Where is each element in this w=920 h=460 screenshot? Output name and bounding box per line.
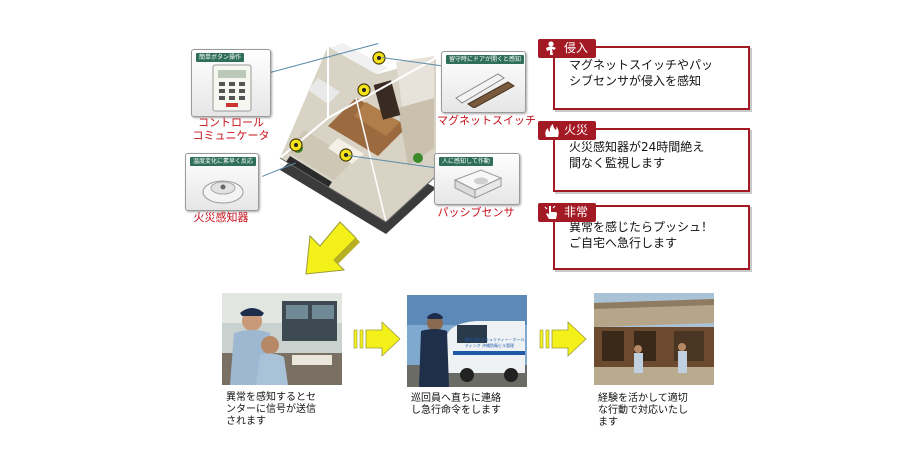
alert-panel-intrusion: マグネットスイッチやパッ シブセンサが侵入を感知 — [553, 46, 750, 110]
right-arrow-icon-2 — [539, 321, 587, 357]
right-arrow-icon-1 — [353, 321, 401, 357]
house-floorplan-illustration — [279, 43, 437, 234]
alert-text-emergency: 異常を感じたらプッシュ！ ご自宅へ急行します — [569, 220, 714, 250]
controller-card: 簡単ボタン操作 — [191, 49, 271, 117]
smoke-detector-icon — [202, 180, 244, 204]
alert-badge-fire: 火災 — [538, 121, 597, 140]
magnet-switch-icon — [455, 73, 515, 108]
control-panel-icon — [212, 64, 252, 112]
step-2-photo-patrol-van: 株式会社セキュリティー・ホールディング 沖縄防衛ビル管理 — [407, 295, 527, 387]
fire-detector-label: 火災感知器 — [193, 211, 249, 224]
down-left-arrow-icon — [305, 221, 360, 275]
van-text: 株式会社セキュリティー・ホールディング 沖縄防衛ビル管理 — [465, 337, 525, 348]
alert-badge-emergency: 非常 — [538, 203, 597, 222]
alert-badge-intrusion: 侵入 — [538, 39, 597, 58]
alert-badge-emergency-label: 非常 — [564, 205, 589, 219]
magnet-label: マグネットスイッチ — [437, 114, 536, 127]
fire-detector-tag: 温度変化に素早く反応 — [190, 157, 257, 166]
magnet-card: 留守時にドアが開くと感知 — [441, 51, 526, 113]
magnet-tag: 留守時にドアが開くと感知 — [446, 55, 525, 64]
step-3-photo-house-response — [594, 293, 714, 385]
controller-tag: 簡単ボタン操作 — [196, 53, 245, 62]
passive-sensor-icon — [453, 169, 503, 199]
push-hand-icon — [544, 205, 557, 219]
step-1-caption: 異常を感知するとセ ンターに信号が送信 されます — [226, 392, 316, 427]
passive-label: パッシブセンサ — [437, 206, 515, 219]
passive-tag: 人に感知して作動 — [439, 157, 493, 166]
intruder-icon — [546, 41, 556, 55]
step-3-caption: 経験を活かして適切 な行動で対応いたし ます — [598, 393, 688, 428]
controller-label: コントロール コミュニケータ — [192, 116, 270, 142]
alert-badge-intrusion-label: 侵入 — [564, 41, 589, 55]
fire-detector-card: 温度変化に素早く反応 — [185, 153, 259, 211]
step-1-photo-control-center — [222, 293, 342, 385]
passive-card: 人に感知して作動 — [434, 153, 520, 205]
alert-text-fire: 火災感知器が24時間絶え 間なく監視します — [569, 140, 705, 170]
alert-text-intrusion: マグネットスイッチやパッ シブセンサが侵入を感知 — [569, 58, 714, 88]
step-2-caption: 巡回員へ直ちに連絡 し急行命令をします — [411, 393, 501, 416]
fire-icon — [545, 124, 559, 137]
alert-badge-fire-label: 火災 — [564, 123, 589, 137]
alert-panel-fire: 火災感知器が24時間絶え 間なく監視します — [553, 128, 750, 192]
